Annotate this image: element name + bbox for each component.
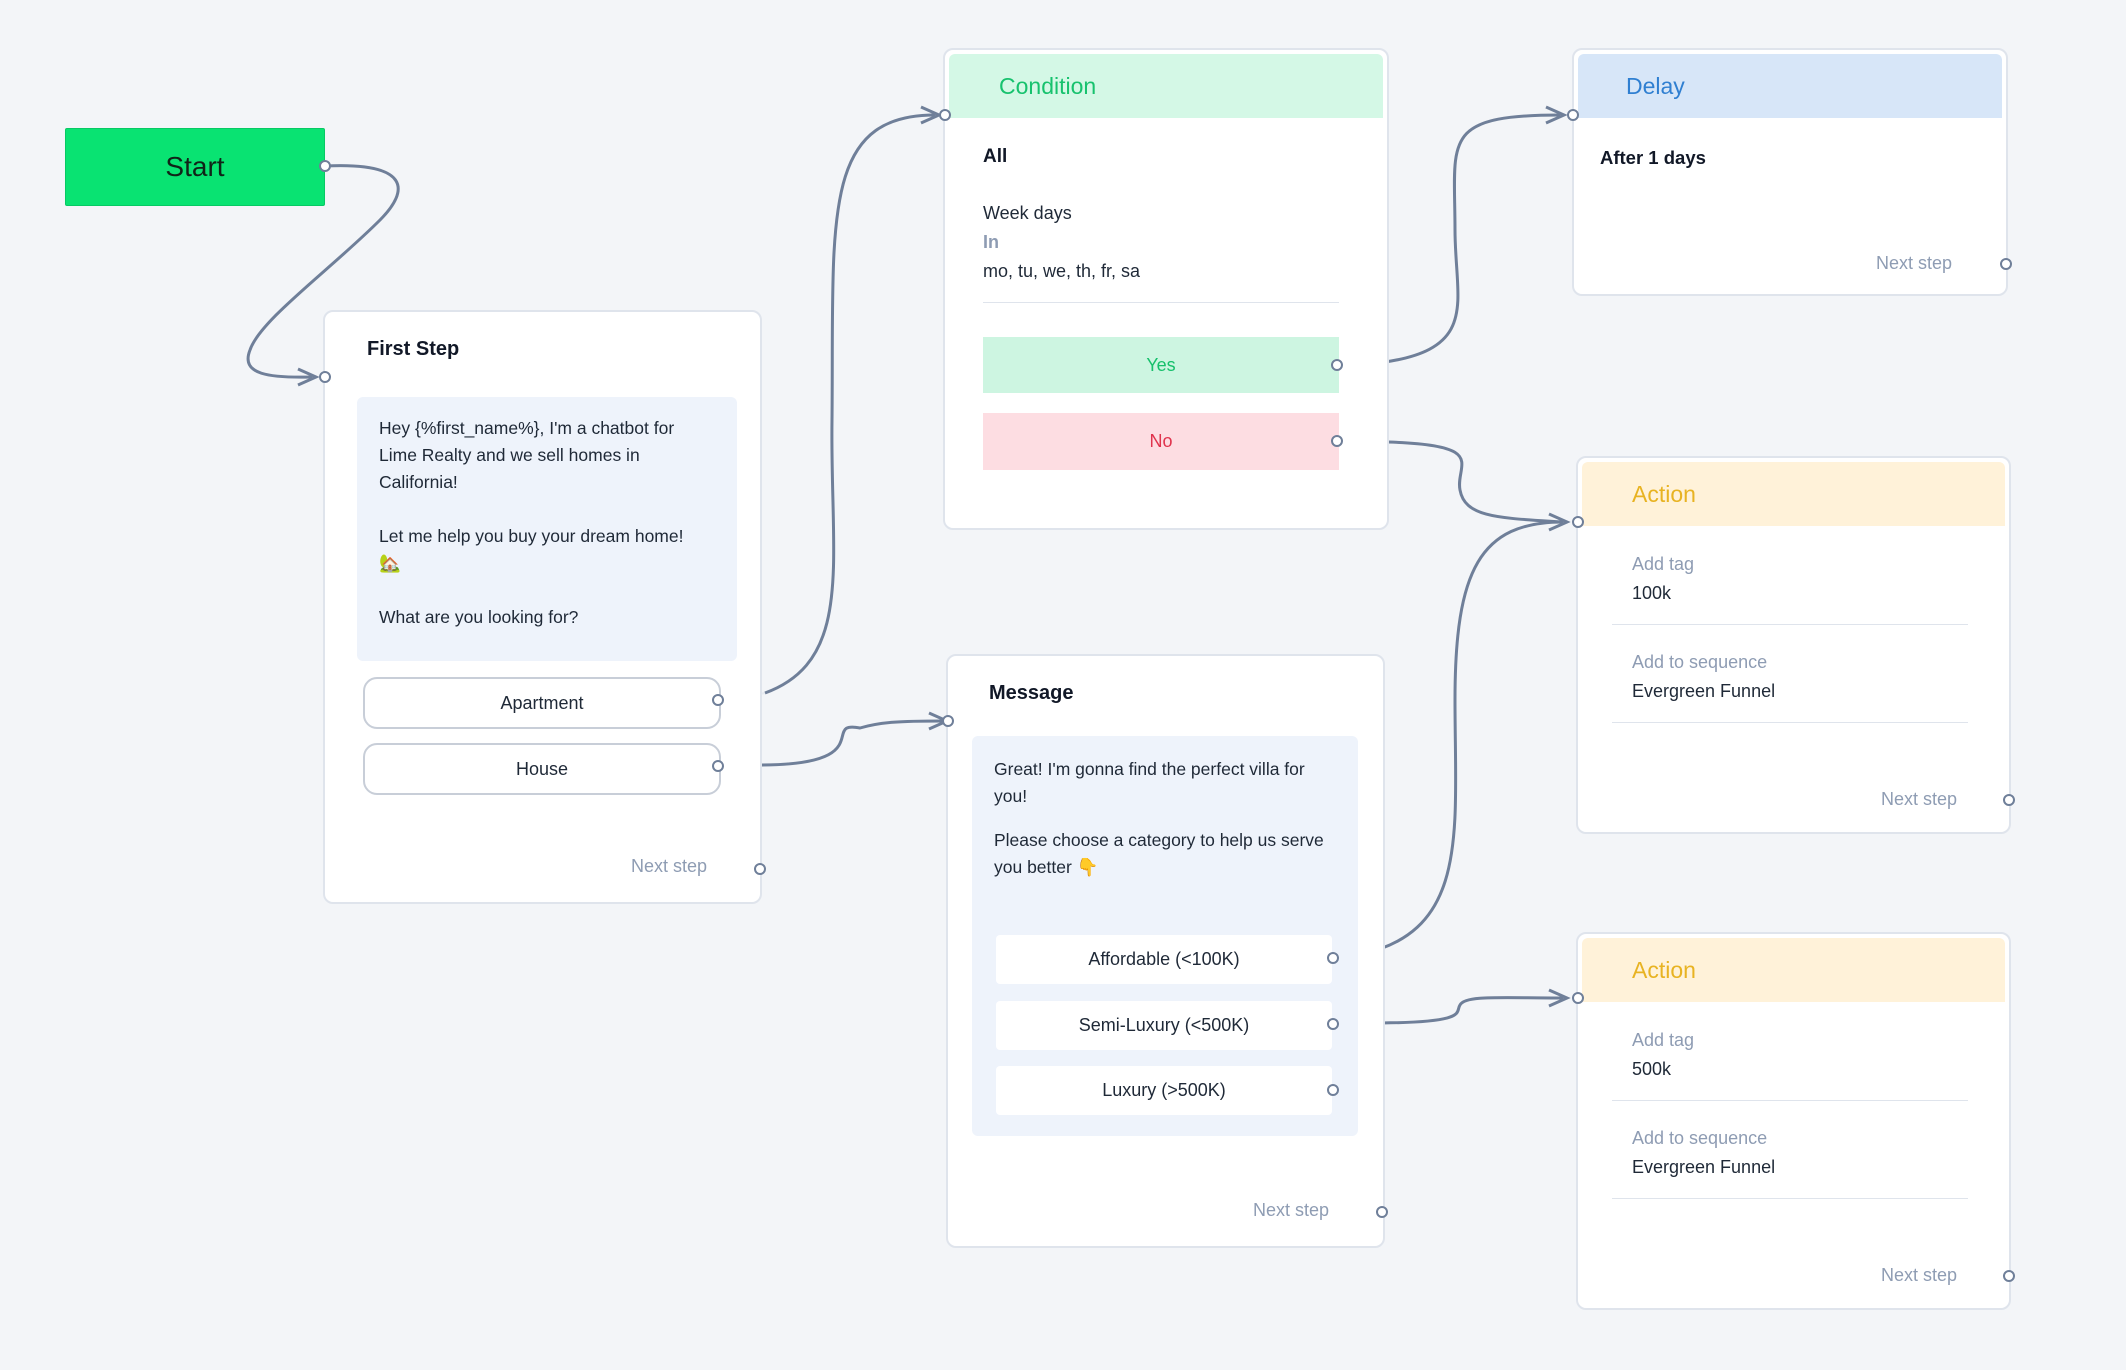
- action-card-1[interactable]: Action Add tag 100k Add to sequence Ever…: [1576, 456, 2011, 834]
- delay-next-port[interactable]: [2000, 258, 2012, 270]
- delay-input-port[interactable]: [1567, 109, 1579, 121]
- action1-next-step-label: Next step: [1881, 789, 1958, 809]
- action2-next-step-label: Next step: [1881, 1265, 1958, 1285]
- action1-next-port[interactable]: [2003, 794, 2015, 806]
- condition-yes-branch[interactable]: Yes: [983, 337, 1339, 393]
- wire-house-to-message: [759, 719, 944, 767]
- action2-next-port[interactable]: [2003, 1270, 2015, 1282]
- house-emoji: 🏡: [379, 553, 401, 573]
- affordable-output-port[interactable]: [1327, 952, 1339, 964]
- delay-header: Delay: [1578, 54, 2002, 118]
- action2-header: Action: [1582, 938, 2005, 1002]
- wire-arrow-first-step: [297, 367, 320, 387]
- first-step-input-port[interactable]: [319, 371, 331, 383]
- delay-card[interactable]: Delay After 1 days Next step: [1572, 48, 2008, 296]
- action2-tag-label: Add tag: [1632, 1030, 1695, 1050]
- apartment-button-label: Apartment: [500, 692, 584, 713]
- action1-tag-value: 100k: [1632, 583, 1672, 603]
- message-input-port[interactable]: [942, 715, 954, 727]
- wire-arrow-action1: [1548, 512, 1571, 532]
- message-next-step-label: Next step: [1253, 1200, 1330, 1220]
- message-line: Let me help you buy your dream home!: [379, 526, 684, 546]
- condition-value: mo, tu, we, th, fr, sa: [983, 261, 1141, 281]
- luxury-output-port[interactable]: [1327, 1084, 1339, 1096]
- condition-field: Week days: [983, 203, 1072, 223]
- message-card[interactable]: Message Great! I'm gonna find the perfec…: [946, 654, 1385, 1248]
- action1-divider-1: [1612, 624, 1968, 625]
- luxury-button[interactable]: Luxury (>500K): [996, 1066, 1332, 1115]
- action2-sequence-value: Evergreen Funnel: [1632, 1157, 1776, 1177]
- affordable-button[interactable]: Affordable (<100K): [996, 935, 1332, 984]
- first-step-next-step-label: Next step: [631, 856, 708, 876]
- wire-arrow-delay: [1545, 105, 1568, 125]
- message-line: you better 👇: [994, 857, 1099, 877]
- condition-no-output-port[interactable]: [1331, 435, 1343, 447]
- action2-header-label: Action: [1632, 956, 1696, 983]
- wire-arrow-condition: [920, 105, 943, 125]
- wire-semiluxury-to-action2: [1381, 996, 1564, 1025]
- action1-divider-2: [1612, 722, 1968, 723]
- action1-header-label: Action: [1632, 480, 1696, 507]
- start-label: Start: [165, 151, 225, 182]
- condition-yes-label: Yes: [1146, 354, 1176, 375]
- message-line: Great! I'm gonna find the perfect villa …: [994, 759, 1305, 779]
- condition-divider: [983, 302, 1339, 303]
- semi-luxury-output-port[interactable]: [1327, 1018, 1339, 1030]
- start-output-port[interactable]: [319, 160, 331, 172]
- condition-operator: In: [983, 232, 999, 252]
- first-step-message-bubble: Hey {%first_name%}, I'm a chatbot for Li…: [357, 397, 737, 661]
- first-step-card[interactable]: First Step Hey {%first_name%}, I'm a cha…: [323, 310, 762, 904]
- action2-divider-1: [1612, 1100, 1968, 1101]
- wire-no-to-action1: [1387, 440, 1564, 524]
- wire-affordable-to-action1: [1361, 520, 1564, 956]
- action-card-2[interactable]: Action Add tag 500k Add to sequence Ever…: [1576, 932, 2011, 1310]
- message-line: Please choose a category to help us serv…: [994, 830, 1324, 850]
- condition-no-branch[interactable]: No: [983, 413, 1339, 470]
- semi-luxury-button[interactable]: Semi-Luxury (<500K): [996, 1001, 1332, 1050]
- action1-sequence-label: Add to sequence: [1632, 652, 1768, 672]
- message-line: Hey {%first_name%}, I'm a chatbot for: [379, 418, 675, 438]
- action2-tag-value: 500k: [1632, 1059, 1672, 1079]
- message-line: What are you looking for?: [379, 607, 579, 627]
- action2-input-port[interactable]: [1572, 992, 1584, 1004]
- start-node[interactable]: Start: [65, 128, 325, 206]
- first-step-next-port[interactable]: [754, 863, 766, 875]
- message-line: Lime Realty and we sell homes in: [379, 445, 640, 465]
- action2-divider-2: [1612, 1198, 1968, 1199]
- condition-no-label: No: [1149, 431, 1173, 451]
- house-button[interactable]: House: [363, 743, 721, 795]
- semi-luxury-button-label: Semi-Luxury (<500K): [1078, 1015, 1250, 1035]
- message-next-port[interactable]: [1376, 1206, 1388, 1218]
- condition-header: Condition: [949, 54, 1383, 118]
- apartment-button[interactable]: Apartment: [363, 677, 721, 729]
- action1-input-port[interactable]: [1572, 516, 1584, 528]
- delay-next-step-label: Next step: [1876, 253, 1953, 273]
- message-line: California!: [379, 472, 458, 492]
- action1-sequence-value: Evergreen Funnel: [1632, 681, 1776, 701]
- message-title: Message: [989, 682, 1074, 704]
- action2-sequence-label: Add to sequence: [1632, 1128, 1768, 1148]
- action1-header: Action: [1582, 462, 2005, 526]
- condition-header-label: Condition: [999, 72, 1097, 99]
- condition-match-label: All: [983, 146, 1008, 167]
- affordable-button-label: Affordable (<100K): [1088, 949, 1240, 969]
- condition-input-port[interactable]: [939, 109, 951, 121]
- action1-tag-label: Add tag: [1632, 554, 1695, 574]
- house-output-port[interactable]: [712, 760, 724, 772]
- message-line: you!: [994, 786, 1028, 806]
- apartment-output-port[interactable]: [712, 694, 724, 706]
- condition-yes-output-port[interactable]: [1331, 359, 1343, 371]
- luxury-button-label: Luxury (>500K): [1102, 1080, 1226, 1100]
- delay-duration: After 1 days: [1600, 147, 1706, 168]
- wire-yes-to-delay: [1384, 113, 1561, 364]
- house-button-label: House: [515, 758, 569, 779]
- wire-apartment-to-condition: [764, 113, 936, 695]
- first-step-title: First Step: [367, 338, 460, 360]
- wire-arrow-action2: [1548, 988, 1571, 1008]
- delay-header-label: Delay: [1626, 72, 1685, 99]
